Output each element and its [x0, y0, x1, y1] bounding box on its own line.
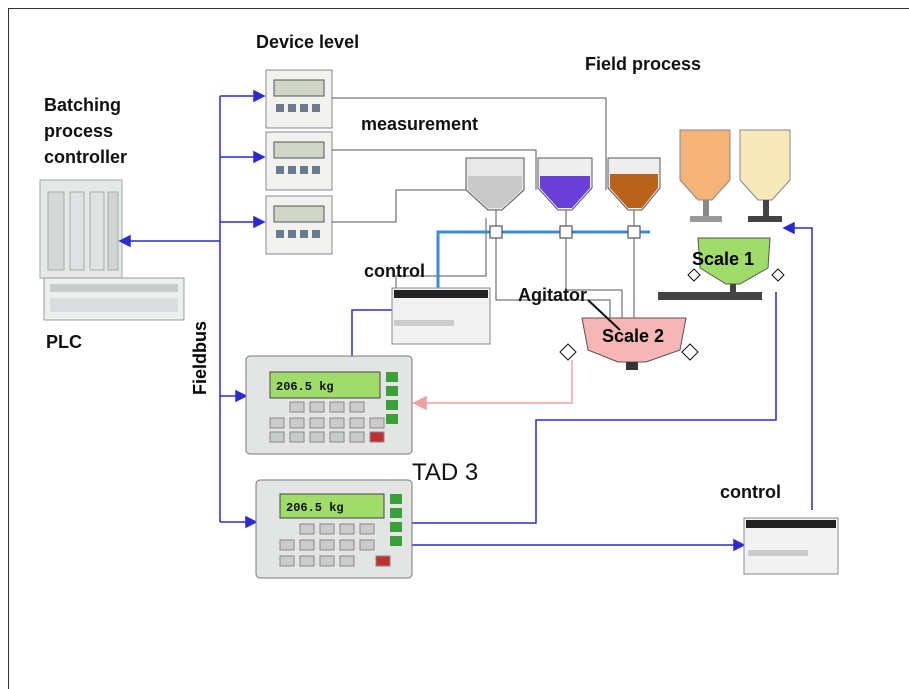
- tad3-label: TAD 3: [412, 459, 479, 486]
- batching-line-2: process: [44, 121, 114, 141]
- plc-label: PLC: [46, 332, 82, 352]
- scale1-label: Scale 1: [692, 249, 755, 269]
- fieldbus-lines: [118, 89, 813, 552]
- control-unit-top: [391, 287, 491, 345]
- hopper-cream: [739, 129, 791, 222]
- feedback-arrow: [412, 360, 573, 411]
- hopper-gray: [465, 157, 525, 211]
- measurement-label: measurement: [361, 114, 479, 134]
- field-process-label: Field process: [585, 54, 702, 74]
- terminal-bottom-readout: 206.5 kg: [286, 501, 344, 515]
- batching-line-1: Batching: [44, 95, 122, 115]
- control-label-bottom: control: [720, 482, 781, 502]
- fieldbus-label: Fieldbus: [190, 320, 210, 395]
- measurement-lines: [332, 97, 607, 223]
- terminal-top: [245, 355, 413, 455]
- hopper-brown: [607, 157, 661, 211]
- frame-border-left: [8, 8, 9, 689]
- control-unit-bottom: [743, 517, 839, 575]
- batching-controller-label: Batching process controller: [44, 92, 127, 170]
- valves: [489, 225, 641, 239]
- indicator-2: [265, 131, 333, 191]
- control-label-top: control: [364, 261, 425, 281]
- terminal-top-readout: 206.5 kg: [276, 380, 334, 394]
- process-lines: [395, 210, 635, 318]
- hopper-blue: [537, 157, 593, 211]
- blue-process-line: [436, 230, 650, 290]
- indicator-1: [265, 69, 333, 129]
- scale2-label: Scale 2: [602, 326, 665, 346]
- agitator-label: Agitator: [518, 285, 587, 305]
- keypad-bottom: [279, 523, 391, 567]
- scale1-vessel: [658, 237, 785, 300]
- plc-device: [39, 179, 185, 321]
- batching-line-3: controller: [44, 147, 128, 167]
- indicator-3: [265, 195, 333, 255]
- frame-border-top: [8, 8, 909, 9]
- scale2-vessel: [559, 299, 699, 370]
- device-level-label: Device level: [256, 32, 360, 52]
- keypad-top: [269, 401, 385, 443]
- hopper-orange: [679, 129, 731, 222]
